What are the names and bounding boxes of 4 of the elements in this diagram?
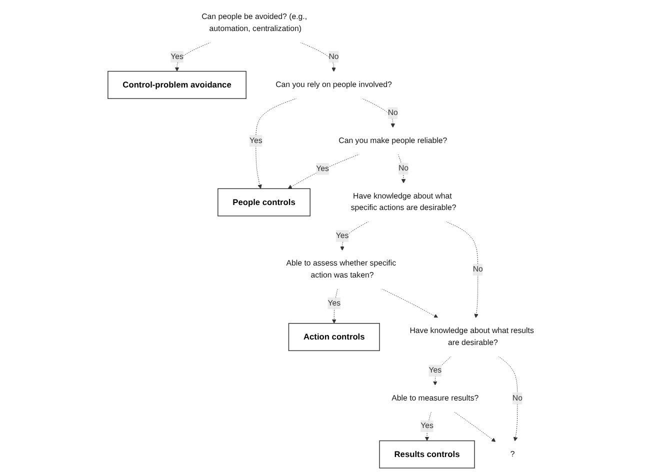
node-box: Results controls [379, 440, 476, 468]
node-box: Action controls [288, 323, 380, 352]
node-box: People controls [218, 188, 311, 216]
node-box: Control-problem avoidance [108, 70, 247, 99]
